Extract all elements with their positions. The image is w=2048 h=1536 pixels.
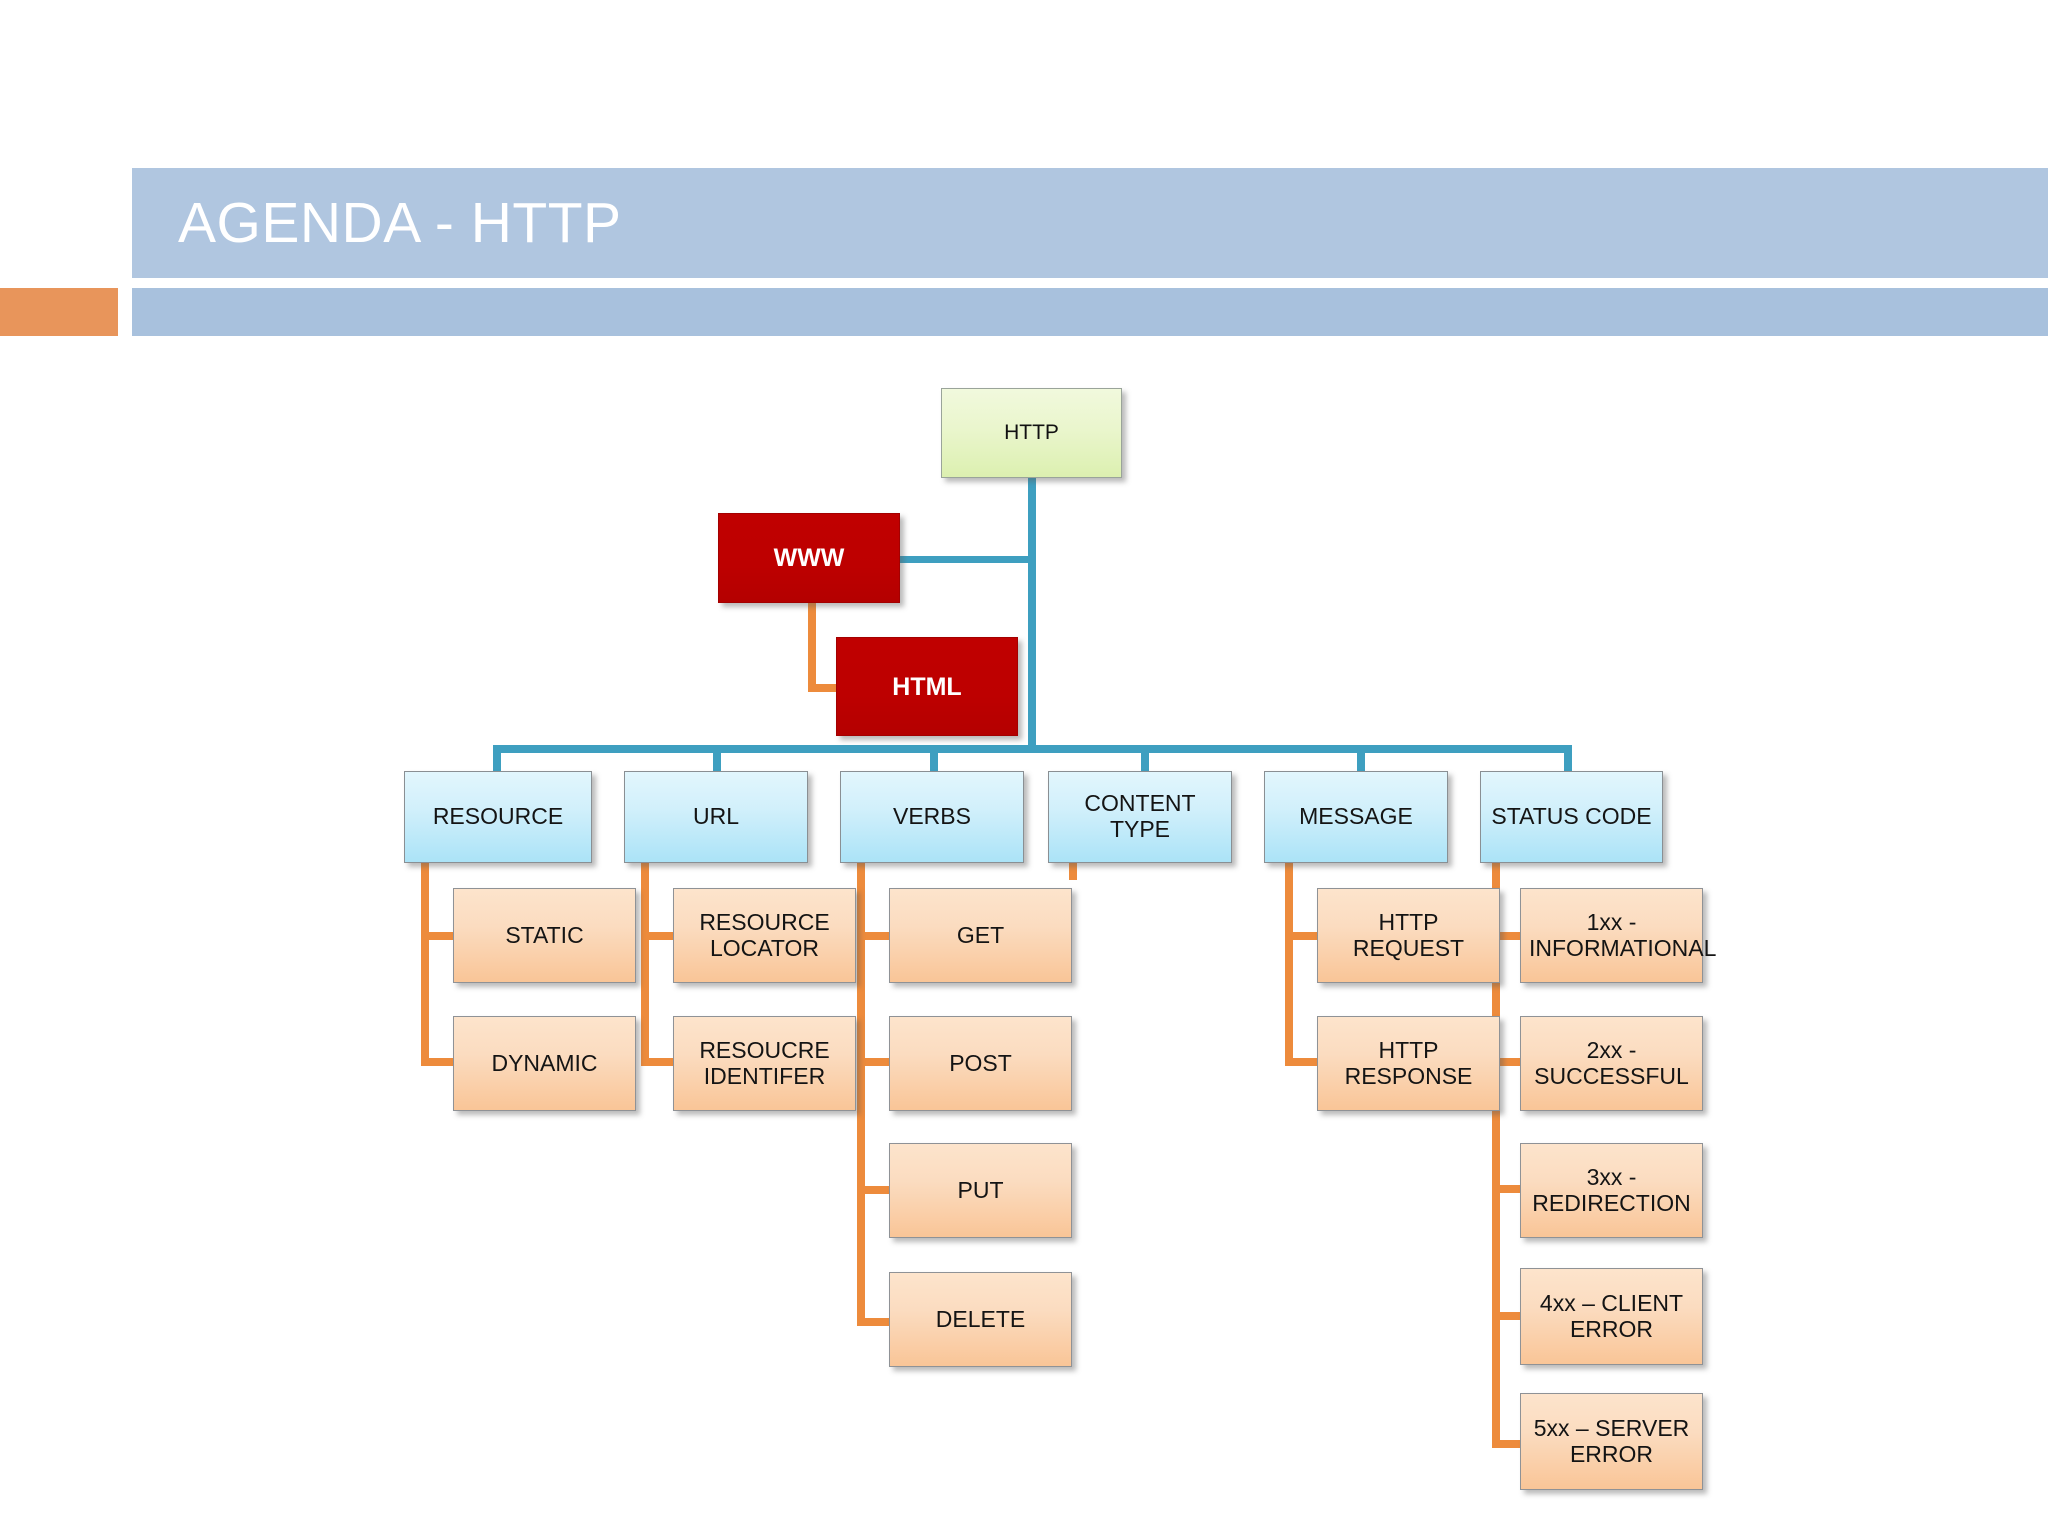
connector-verbs-stub-put — [857, 1186, 890, 1194]
header-band-bottom — [132, 288, 2048, 336]
connector-verbs-stub-delete — [857, 1318, 890, 1326]
connector-message-stub-response — [1285, 1058, 1318, 1066]
connector-www-to-http-spine — [898, 556, 1030, 563]
node-resource[interactable]: RESOURCE — [404, 771, 592, 863]
node-label: POST — [949, 1049, 1012, 1076]
node-label: HTTP — [1004, 421, 1059, 445]
connector-status-stub-4xx — [1492, 1312, 1525, 1320]
node-label: HTTP RESPONSE — [1344, 1036, 1473, 1089]
connector-bus-drop-content-type — [1141, 745, 1149, 789]
node-dynamic[interactable]: DYNAMIC — [453, 1016, 636, 1111]
node-post[interactable]: POST — [889, 1016, 1072, 1111]
connector-status-stub-5xx — [1492, 1440, 1525, 1448]
node-www[interactable]: WWW — [718, 513, 900, 603]
node-content-type[interactable]: CONTENT TYPE — [1048, 771, 1232, 863]
connector-bus-drop-verbs — [930, 745, 938, 789]
node-status-2xx[interactable]: 2xx - SUCCESSFUL — [1520, 1016, 1703, 1111]
node-label: 5xx – SERVER ERROR — [1533, 1414, 1690, 1467]
connector-www-to-html-horizontal — [808, 684, 838, 692]
node-status-4xx[interactable]: 4xx – CLIENT ERROR — [1520, 1268, 1703, 1365]
page-title: AGENDA - HTTP — [178, 191, 622, 255]
connector-verbs-stub-post — [857, 1058, 890, 1066]
connector-verbs-trunk — [857, 858, 865, 1326]
node-label: 4xx – CLIENT ERROR — [1539, 1289, 1684, 1342]
node-label: DELETE — [935, 1305, 1026, 1332]
connector-status-stub-3xx — [1492, 1185, 1525, 1193]
node-http-request[interactable]: HTTP REQUEST — [1317, 888, 1500, 983]
node-message[interactable]: MESSAGE — [1264, 771, 1448, 863]
node-label: GET — [956, 921, 1005, 948]
connector-bus-drop-message — [1357, 745, 1365, 789]
node-label: 3xx - REDIRECTION — [1532, 1163, 1691, 1216]
connector-status-stub-2xx — [1492, 1058, 1525, 1066]
connector-status-code-trunk — [1492, 858, 1500, 1448]
node-status-1xx[interactable]: 1xx - INFORMATIONAL — [1520, 888, 1717, 983]
node-verbs[interactable]: VERBS — [840, 771, 1024, 863]
node-label: HTML — [892, 672, 962, 701]
connector-message-trunk — [1285, 858, 1293, 1066]
node-delete[interactable]: DELETE — [889, 1272, 1072, 1367]
node-label: RESOUCRE IDENTIFER — [699, 1036, 830, 1089]
connector-bus-drop-resource — [493, 745, 501, 789]
node-status-5xx[interactable]: 5xx – SERVER ERROR — [1520, 1393, 1703, 1490]
node-url[interactable]: URL — [624, 771, 808, 863]
connector-main-bus — [493, 745, 1572, 753]
connector-www-to-html-vertical — [808, 601, 816, 691]
node-put[interactable]: PUT — [889, 1143, 1072, 1238]
node-label: PUT — [957, 1176, 1004, 1203]
node-label: RESOURCE LOCATOR — [699, 908, 830, 961]
node-label: VERBS — [893, 803, 971, 830]
node-label: STATIC — [505, 921, 584, 948]
node-label: DYNAMIC — [491, 1049, 598, 1076]
node-label: 1xx - INFORMATIONAL — [1529, 908, 1717, 961]
node-static[interactable]: STATIC — [453, 888, 636, 983]
connector-resource-stub-dynamic — [421, 1058, 454, 1066]
node-label: HTTP REQUEST — [1352, 908, 1465, 961]
connector-http-to-bus — [1028, 477, 1036, 748]
connector-url-trunk — [641, 858, 649, 1066]
node-status-code[interactable]: STATUS CODE — [1480, 771, 1663, 863]
connector-url-stub-identifier — [641, 1058, 674, 1066]
node-http-response[interactable]: HTTP RESPONSE — [1317, 1016, 1500, 1111]
connector-message-stub-request — [1285, 932, 1318, 940]
node-label: URL — [692, 803, 739, 830]
node-html[interactable]: HTML — [836, 637, 1018, 736]
node-resource-identifier[interactable]: RESOUCRE IDENTIFER — [673, 1016, 856, 1111]
node-label: WWW — [773, 544, 845, 572]
connector-verbs-stub-get — [857, 932, 890, 940]
connector-url-stub-locator — [641, 932, 674, 940]
node-label: MESSAGE — [1299, 803, 1413, 830]
node-label: STATUS CODE — [1491, 803, 1652, 830]
connector-resource-trunk — [421, 858, 429, 1066]
node-get[interactable]: GET — [889, 888, 1072, 983]
node-resource-locator[interactable]: RESOURCE LOCATOR — [673, 888, 856, 983]
connector-bus-drop-url — [713, 745, 721, 789]
header-accent-block — [0, 288, 118, 336]
node-status-3xx[interactable]: 3xx - REDIRECTION — [1520, 1143, 1703, 1238]
node-label: CONTENT TYPE — [1084, 790, 1196, 842]
node-label: RESOURCE — [432, 803, 564, 830]
connector-bus-drop-status-code — [1564, 745, 1572, 789]
node-label: 2xx - SUCCESSFUL — [1534, 1036, 1689, 1089]
connector-resource-stub-static — [421, 932, 454, 940]
connector-status-stub-1xx — [1492, 932, 1525, 940]
header-band-top — [132, 168, 2048, 278]
connector-content-type-trunk — [1069, 858, 1077, 880]
node-http-root[interactable]: HTTP — [941, 388, 1122, 478]
